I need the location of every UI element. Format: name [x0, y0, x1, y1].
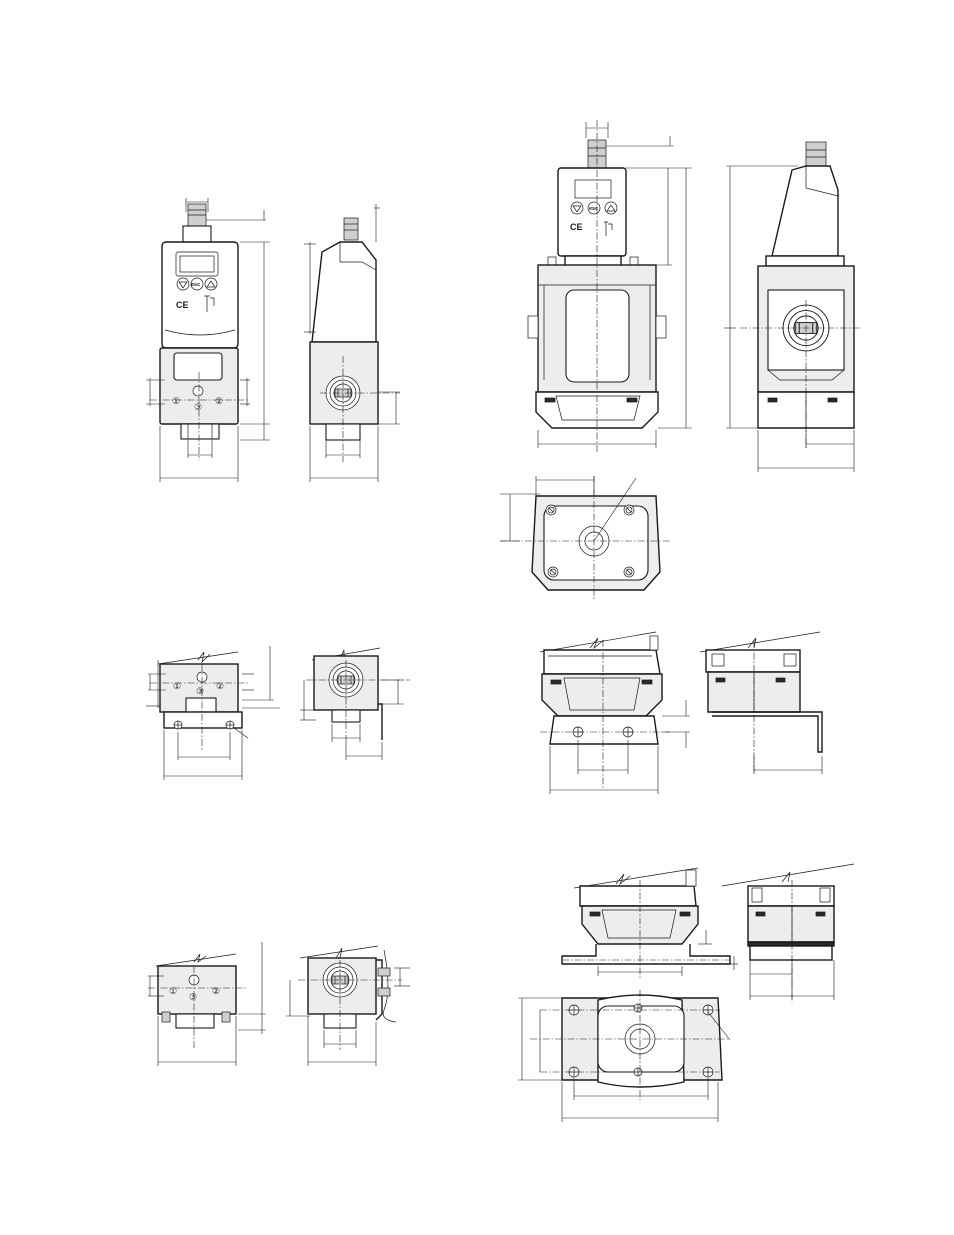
port-3-label-b: ③ — [196, 686, 204, 696]
port-1-label-c: ① — [169, 986, 177, 996]
large-bracket-side-view — [700, 632, 822, 774]
port-1-label: ① — [172, 396, 180, 406]
small-regulator-side-view — [304, 204, 400, 482]
large-bracket-front-view — [540, 632, 690, 794]
large-panel-front-view — [562, 868, 738, 980]
esc-key-label: esc — [191, 282, 200, 288]
ce-mark: CE — [176, 300, 189, 310]
port-2-label-c: ② — [212, 986, 220, 996]
port-3-label-c: ③ — [189, 992, 197, 1002]
large-regulator-side-view — [724, 142, 860, 472]
large-regulator-front-view: esc CE — [528, 120, 692, 452]
small-regulator-front-view: esc CE ① ② ③ — [146, 198, 270, 482]
large-panel-side-view — [722, 864, 854, 1002]
small-bracket-side-view — [300, 648, 410, 760]
large-regulator-bottom-view — [500, 476, 670, 600]
small-panel-front-view: ① ② ③ — [148, 942, 266, 1066]
port-2-label: ② — [215, 396, 223, 406]
port-1-label-b: ① — [173, 681, 181, 691]
large-panel-bottom-view — [518, 990, 730, 1122]
small-panel-side-view — [286, 946, 410, 1066]
port-3-label: ③ — [194, 402, 202, 412]
port-2-label-b: ② — [216, 681, 224, 691]
small-bracket-front-view: ① ② ③ — [146, 646, 280, 780]
ce-mark-large: CE — [570, 222, 583, 232]
